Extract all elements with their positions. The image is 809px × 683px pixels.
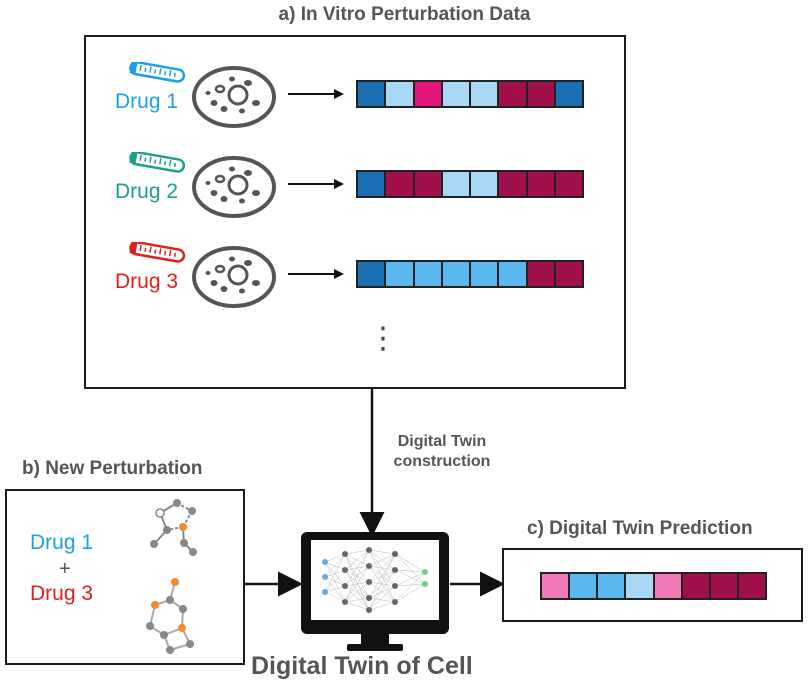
panel-b-box	[5, 489, 245, 665]
drug-label: Drug 1	[115, 90, 179, 113]
petri-dish-icon	[192, 156, 276, 218]
petri-dish-icon	[192, 66, 276, 128]
expression-cell	[499, 82, 528, 106]
arrow-right-icon	[288, 179, 344, 189]
expression-strip	[356, 170, 584, 198]
panel-b-title: b) New Perturbation	[22, 458, 203, 479]
expression-cell	[386, 172, 415, 196]
expression-cell	[471, 82, 500, 106]
expression-cell	[527, 262, 556, 286]
expression-cell	[414, 172, 443, 196]
expression-cell	[358, 172, 387, 196]
expression-strip	[356, 80, 584, 108]
expression-cell	[555, 262, 582, 286]
expression-cell	[555, 82, 582, 106]
plus-sign: +	[59, 558, 71, 580]
connector-label-line1: Digital Twin	[397, 433, 487, 450]
test-tube-icon	[129, 152, 186, 173]
neural-network-icon	[324, 549, 426, 611]
expression-cell	[499, 172, 528, 196]
expression-cell	[555, 172, 582, 196]
prediction-cell	[626, 574, 655, 598]
prediction-cell	[682, 574, 711, 598]
computer-monitor-icon	[301, 532, 449, 651]
expression-cell	[414, 262, 443, 286]
expression-cell	[471, 172, 500, 196]
expression-cell	[358, 262, 387, 286]
expression-cell	[442, 172, 471, 196]
prediction-cell	[654, 574, 683, 598]
expression-cell	[527, 82, 556, 106]
computer-caption: Digital Twin of Cell	[251, 652, 473, 680]
prediction-cell	[738, 574, 765, 598]
prediction-strip	[540, 572, 767, 600]
arrow-right-icon	[288, 269, 344, 279]
prediction-cell	[598, 574, 627, 598]
expression-cell	[386, 82, 415, 106]
drug-label: Drug 3	[115, 270, 179, 293]
test-tube-icon	[129, 242, 186, 263]
connector-label: Digital Twin construction	[382, 432, 502, 472]
petri-dish-icon	[192, 246, 276, 308]
expression-cell	[527, 172, 556, 196]
new-drug-3-label: Drug 3	[30, 582, 94, 605]
drug-label: Drug 2	[115, 180, 179, 203]
expression-cell	[471, 262, 500, 286]
arrow-right-icon	[288, 89, 344, 99]
molecule-2-icon	[149, 581, 191, 651]
expression-cell	[499, 262, 528, 286]
prediction-cell	[570, 574, 599, 598]
test-tube-icon	[129, 62, 186, 83]
connector-label-line2: construction	[393, 453, 491, 470]
prediction-cell	[710, 574, 739, 598]
prediction-cell	[542, 574, 571, 598]
expression-cell	[358, 82, 387, 106]
expression-cell	[386, 262, 415, 286]
expression-cell	[414, 82, 443, 106]
panel-a-title: a) In Vitro Perturbation Data	[278, 4, 531, 25]
expression-strip	[356, 260, 584, 288]
expression-cell	[442, 82, 471, 106]
panel-c-title: c) Digital Twin Prediction	[527, 518, 753, 539]
ellipsis: ⋮	[368, 322, 398, 355]
new-drug-1-label: Drug 1	[30, 531, 94, 554]
expression-cell	[442, 262, 471, 286]
